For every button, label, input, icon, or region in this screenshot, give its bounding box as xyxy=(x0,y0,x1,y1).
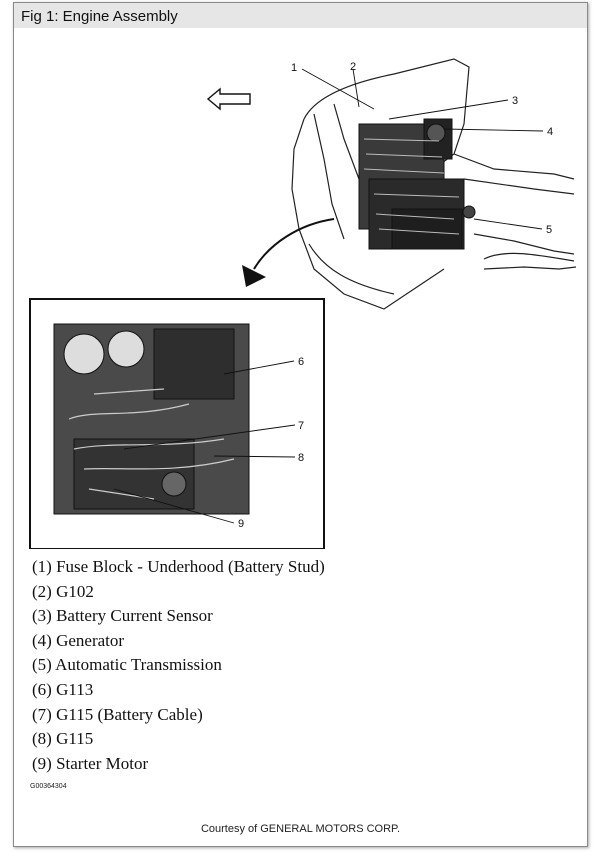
callout-6: 6 xyxy=(298,356,304,368)
legend-item: (3) Battery Current Sensor xyxy=(32,606,213,626)
vehicle-body-outline xyxy=(291,58,577,310)
detail-pointer-arrowhead xyxy=(242,265,266,287)
legend-list: (1) Fuse Block - Underhood (Battery Stud… xyxy=(32,555,325,776)
callout-1: 1 xyxy=(291,62,297,74)
detail-engine-drawing xyxy=(53,323,250,515)
engine-block-upper xyxy=(358,118,476,250)
legend-item: (2) G102 xyxy=(32,581,94,601)
callout-2: 2 xyxy=(350,61,356,73)
detail-view: 6 7 8 9 xyxy=(29,298,325,549)
title-bar: Fig 1: Engine Assembly xyxy=(14,3,587,28)
courtesy-line: Courtesy of GENERAL MOTORS CORP. xyxy=(200,823,401,835)
figure-id: G00364304 xyxy=(30,783,67,790)
callout-4: 4 xyxy=(547,126,553,138)
legend-item: (9) Starter Motor xyxy=(32,753,149,773)
detail-pointer-arrow xyxy=(253,218,335,270)
figure-frame: Fig 1: Engine Assembly xyxy=(13,2,588,847)
legend-item: (5) Automatic Transmission xyxy=(32,655,222,675)
legend-item: (6) G113 xyxy=(32,679,94,699)
callout-5: 5 xyxy=(546,224,552,236)
callout-7: 7 xyxy=(298,420,304,432)
callout-9: 9 xyxy=(238,518,244,530)
callout-3: 3 xyxy=(512,95,518,107)
legend-item: (7) G115 (Battery Cable) xyxy=(32,704,203,724)
callout-8: 8 xyxy=(298,452,304,464)
legend-item: (4) Generator xyxy=(32,630,125,650)
engine-assembly-drawing: 1 2 3 4 5 xyxy=(29,58,577,549)
figure-title: Fig 1: Engine Assembly xyxy=(21,8,178,25)
direction-arrow-icon xyxy=(206,87,251,111)
legend-item: (8) G115 xyxy=(32,729,94,749)
legend-item: (1) Fuse Block - Underhood (Battery Stud… xyxy=(32,557,325,576)
